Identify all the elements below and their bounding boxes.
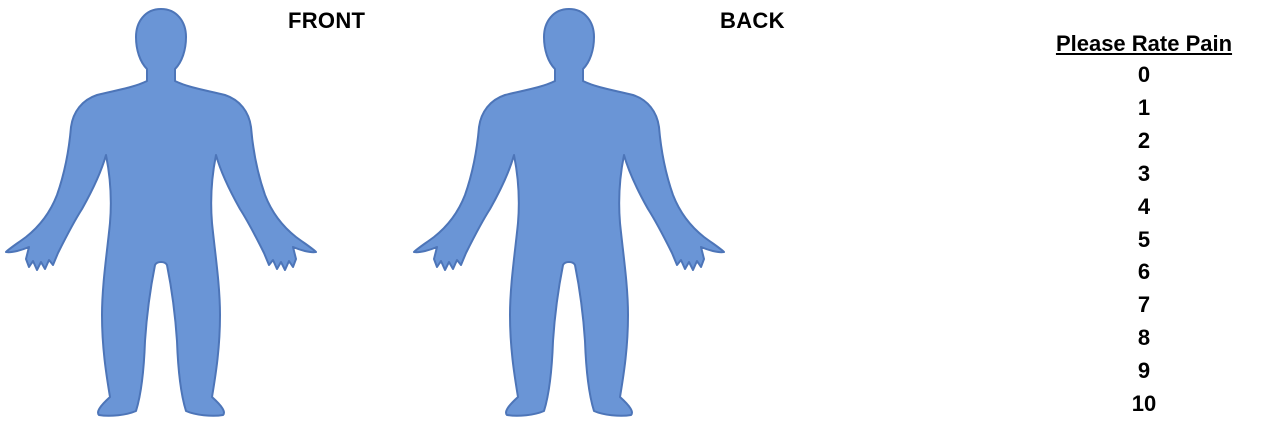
front-body-silhouette [2, 3, 320, 421]
pain-rating-option-9[interactable]: 9 [1028, 355, 1260, 388]
pain-rating-option-8[interactable]: 8 [1028, 322, 1260, 355]
pain-rating-option-10[interactable]: 10 [1028, 388, 1260, 421]
pain-rating-option-3[interactable]: 3 [1028, 158, 1260, 191]
back-body-silhouette [410, 3, 728, 421]
pain-rating-option-1[interactable]: 1 [1028, 92, 1260, 125]
pain-rating-option-6[interactable]: 6 [1028, 256, 1260, 289]
front-label: FRONT [288, 8, 365, 34]
pain-rating-option-5[interactable]: 5 [1028, 224, 1260, 257]
pain-rating-option-2[interactable]: 2 [1028, 125, 1260, 158]
pain-scale-title: Please Rate Pain [1028, 31, 1260, 57]
front-body-figure[interactable] [2, 3, 320, 421]
pain-rating-option-0[interactable]: 0 [1028, 59, 1260, 92]
pain-rating-options: 0 1 2 3 4 5 6 7 8 9 10 [1028, 59, 1260, 421]
pain-rating-option-7[interactable]: 7 [1028, 289, 1260, 322]
pain-rating-option-4[interactable]: 4 [1028, 191, 1260, 224]
back-body-figure[interactable] [410, 3, 728, 421]
back-label: BACK [720, 8, 785, 34]
pain-rating-scale: Please Rate Pain 0 1 2 3 4 5 6 7 8 9 10 [1028, 31, 1260, 421]
